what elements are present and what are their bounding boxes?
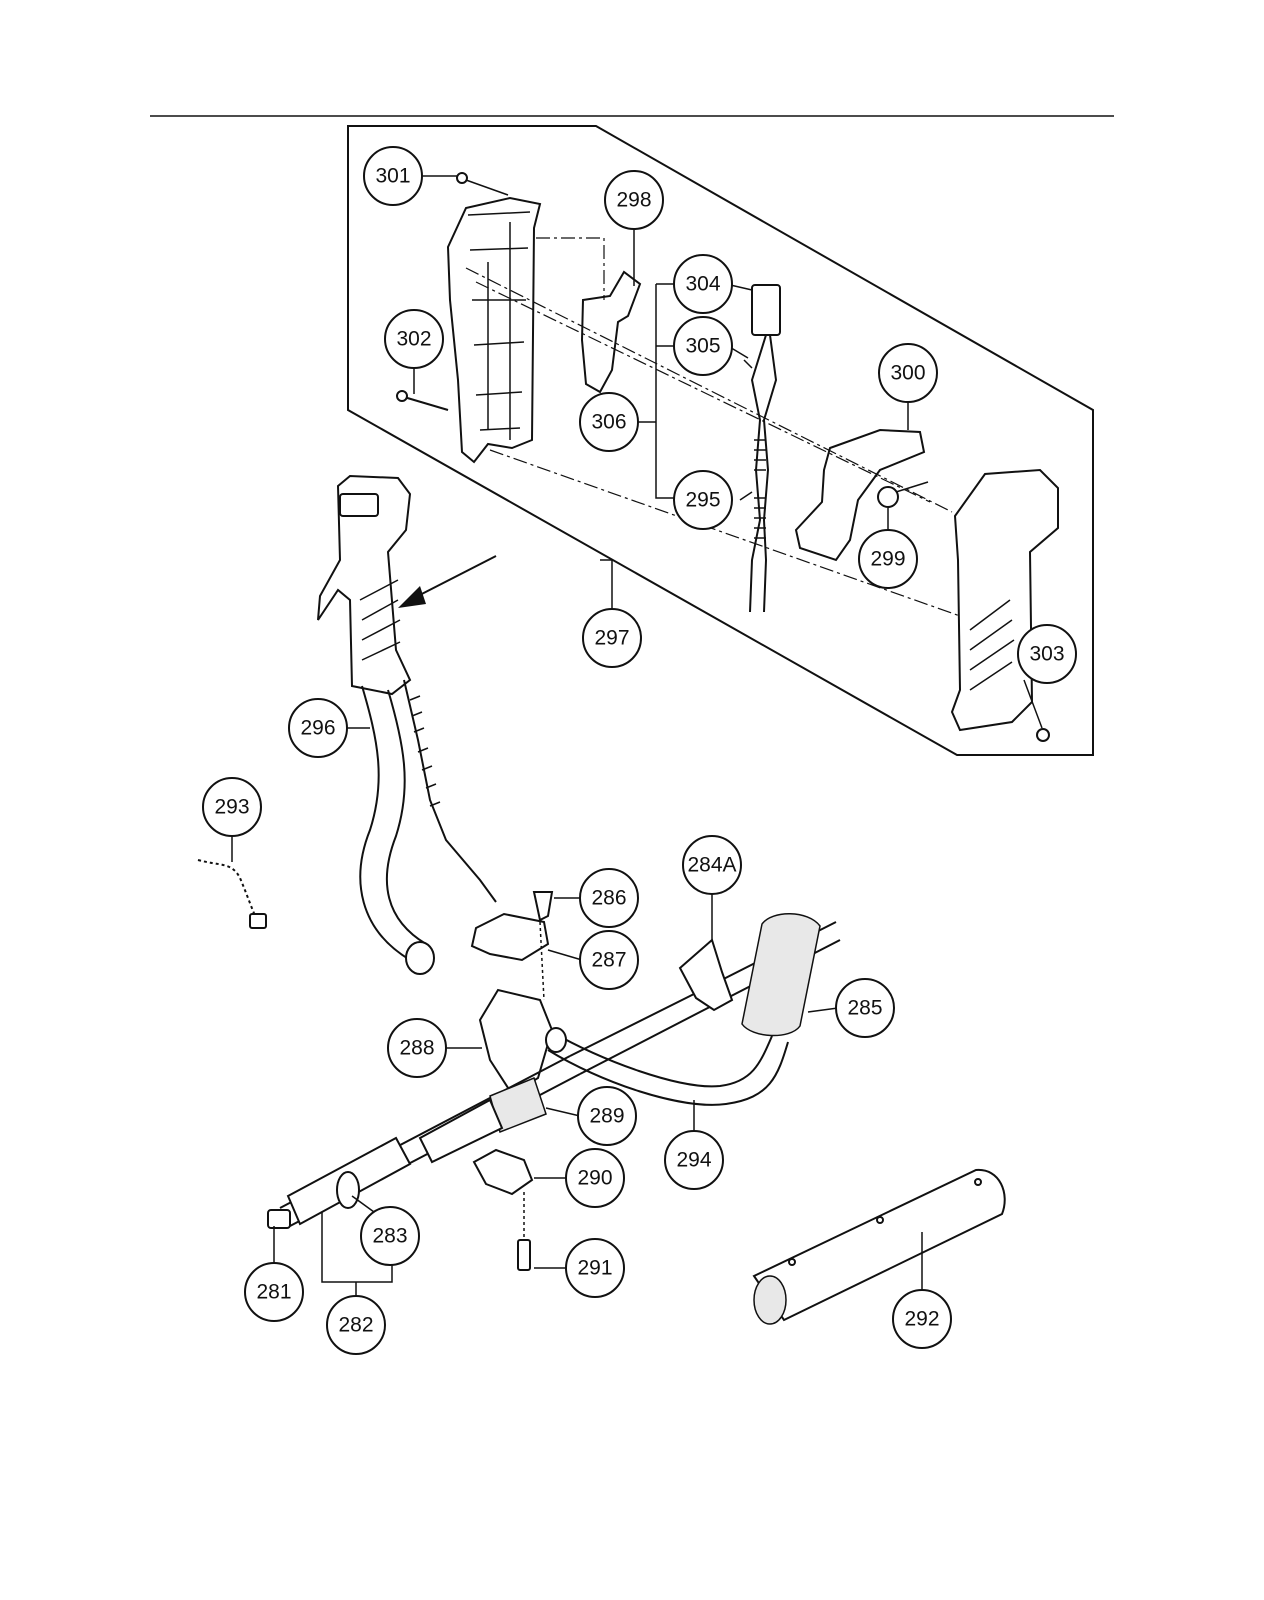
clamp-lower <box>478 988 554 1096</box>
callout-286: 286 <box>579 868 639 928</box>
callout-287: 287 <box>579 930 639 990</box>
callout-284A: 284A <box>682 835 742 895</box>
callout-288: 288 <box>387 1018 447 1078</box>
screw-301 <box>456 172 509 196</box>
callout-label: 305 <box>685 335 720 358</box>
callout-label: 298 <box>616 189 651 212</box>
callout-282: 282 <box>326 1295 386 1355</box>
bolt-291 <box>517 1192 531 1271</box>
callout-297: 297 <box>582 608 642 668</box>
callout-292: 292 <box>892 1289 952 1349</box>
callout-281: 281 <box>244 1262 304 1322</box>
callout-283: 283 <box>360 1206 420 1266</box>
grip-285 <box>741 913 821 1037</box>
callout-294: 294 <box>664 1130 724 1190</box>
pipe-296 <box>359 685 435 975</box>
callout-label: 293 <box>214 796 249 819</box>
callout-label: 297 <box>594 627 629 650</box>
ring-283 <box>336 1171 360 1209</box>
clip-286 <box>532 891 554 922</box>
callout-label: 295 <box>685 489 720 512</box>
assembly-lines <box>465 237 961 617</box>
callout-299: 299 <box>858 529 918 589</box>
cable-coil <box>403 679 497 903</box>
screw-302 <box>396 390 449 411</box>
bracket-290 <box>472 1148 534 1196</box>
handlebar-294 <box>545 1027 789 1106</box>
callout-300: 300 <box>878 343 938 403</box>
callout-285: 285 <box>835 978 895 1038</box>
callout-303: 303 <box>1017 624 1077 684</box>
callout-label: 284A <box>687 854 736 877</box>
callout-298: 298 <box>604 170 664 230</box>
callout-label: 288 <box>399 1037 434 1060</box>
callout-293: 293 <box>202 777 262 837</box>
wire-harness <box>743 284 781 613</box>
callout-label: 304 <box>685 273 720 296</box>
callout-label: 281 <box>256 1281 291 1304</box>
handle-right-half <box>950 468 1059 732</box>
callout-295: 295 <box>673 470 733 530</box>
callout-label: 299 <box>870 548 905 571</box>
callout-291: 291 <box>565 1238 625 1298</box>
callout-label: 300 <box>890 362 925 385</box>
callout-label: 282 <box>338 1314 373 1337</box>
callout-label: 291 <box>577 1257 612 1280</box>
callout-label: 306 <box>591 411 626 434</box>
callout-296: 296 <box>288 698 348 758</box>
callout-301: 301 <box>363 146 423 206</box>
leader-lines <box>231 175 1043 1296</box>
callout-302: 302 <box>384 309 444 369</box>
tube-mid <box>418 1098 504 1164</box>
callout-label: 289 <box>589 1105 624 1128</box>
callout-289: 289 <box>577 1086 637 1146</box>
callout-label: 294 <box>676 1149 711 1172</box>
callout-label: 302 <box>396 328 431 351</box>
callout-label: 301 <box>375 165 410 188</box>
callout-label: 296 <box>300 717 335 740</box>
chain-293 <box>197 859 267 929</box>
callout-290: 290 <box>565 1148 625 1208</box>
throttle-trigger <box>794 428 926 562</box>
callout-304: 304 <box>673 254 733 314</box>
sleeve-292 <box>752 1168 1006 1325</box>
callout-305: 305 <box>673 316 733 376</box>
trigger-lever <box>580 270 642 394</box>
callout-306: 306 <box>579 392 639 452</box>
handle-left-half <box>446 196 542 464</box>
callout-label: 283 <box>372 1225 407 1248</box>
callout-label: 290 <box>577 1167 612 1190</box>
assembled-handle <box>317 474 412 696</box>
inset-box <box>347 125 1094 756</box>
clamp-upper <box>470 912 550 962</box>
callout-label: 287 <box>591 949 626 972</box>
pointer-arrow <box>398 555 497 608</box>
nut-303 <box>1036 728 1050 742</box>
bracket-284A <box>678 938 734 1012</box>
callout-label: 286 <box>591 887 626 910</box>
callout-label: 303 <box>1029 643 1064 666</box>
callout-label: 292 <box>904 1308 939 1331</box>
callout-label: 285 <box>847 997 882 1020</box>
small-spring <box>877 481 929 508</box>
